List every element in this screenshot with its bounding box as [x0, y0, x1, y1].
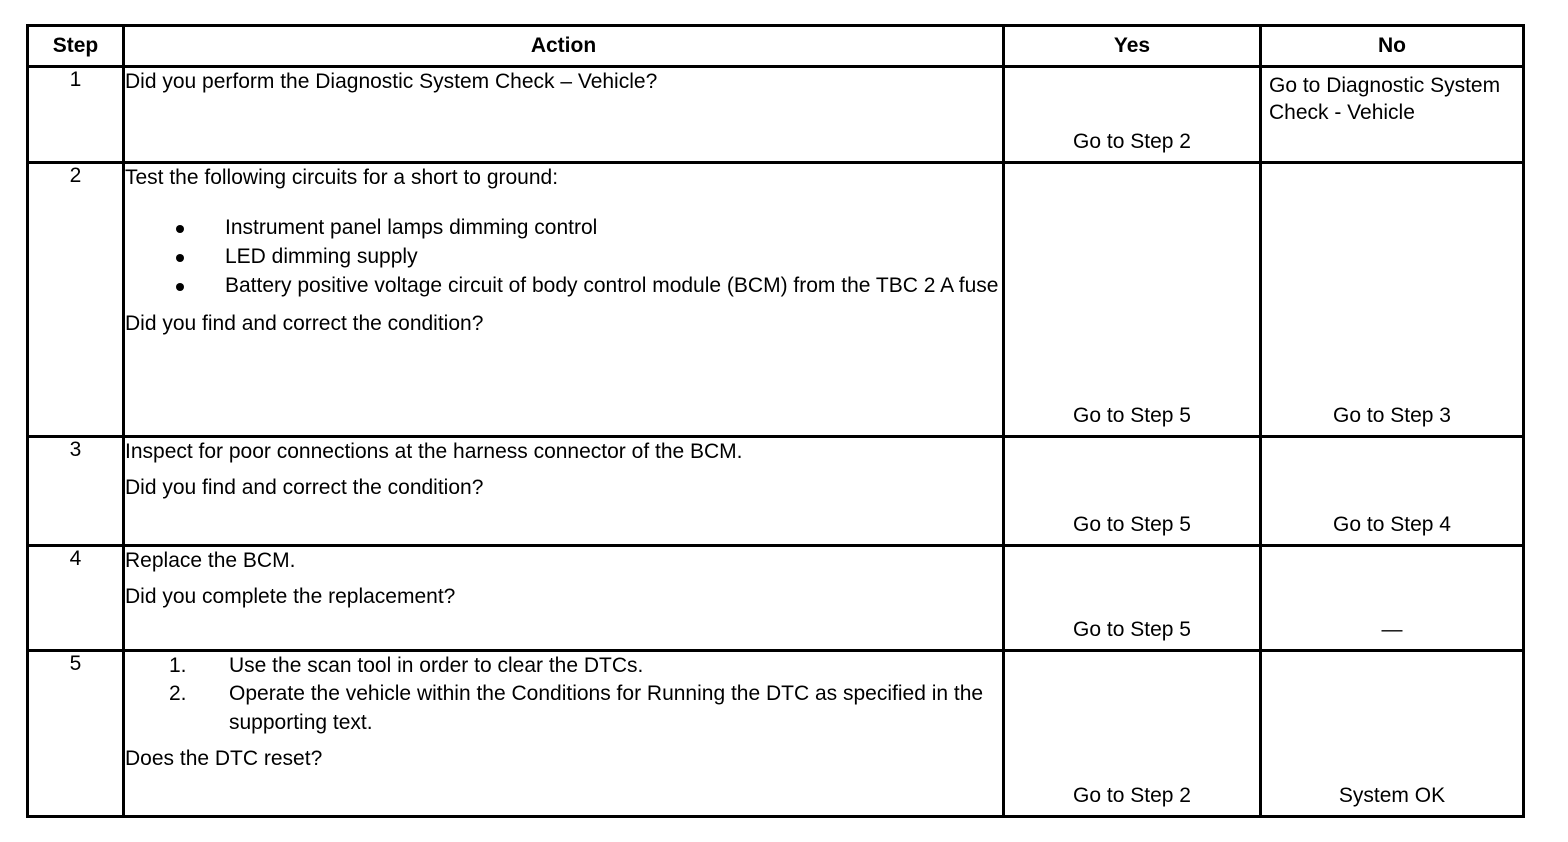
action-numbered-list: 1. Use the scan tool in order to clear t…	[125, 652, 1002, 737]
action-question-text: Did you find and correct the condition?	[125, 475, 484, 499]
step-number: 2	[26, 161, 125, 438]
no-answer-text: Go to Diagnostic System Check - Vehicle	[1269, 74, 1501, 125]
yes-answer-cell: Go to Step 2	[1002, 649, 1262, 818]
spacer	[125, 575, 1002, 583]
no-answer-text: —	[1381, 617, 1403, 641]
no-answer-text: System OK	[1338, 783, 1446, 807]
table-row: 2 Test the following circuits for a shor…	[26, 161, 1525, 438]
list-item: 2. Operate the vehicle within the Condit…	[125, 680, 1002, 737]
spacer	[125, 737, 1002, 745]
spacer	[125, 302, 1002, 310]
table-row: 3 Inspect for poor connections at the ha…	[26, 435, 1525, 547]
action-cell: Inspect for poor connections at the harn…	[122, 435, 1005, 547]
list-item: Battery positive voltage circuit of body…	[125, 272, 1002, 300]
no-answer-cell: System OK	[1259, 649, 1525, 818]
action-cell: Test the following circuits for a short …	[122, 161, 1005, 438]
action-cell: Did you perform the Diagnostic System Ch…	[122, 65, 1005, 164]
yes-answer-cell: Go to Step 5	[1002, 544, 1262, 652]
column-header-step: Step	[26, 24, 125, 68]
no-answer-cell: Go to Step 3	[1259, 161, 1525, 438]
step-number: 3	[26, 435, 125, 547]
yes-answer-text: Go to Step 2	[1073, 129, 1191, 153]
no-answer-text: Go to Step 4	[1333, 512, 1451, 536]
table-header-row: Step Action Yes No	[26, 24, 1525, 68]
action-cell: Replace the BCM. Did you complete the re…	[122, 544, 1005, 652]
yes-answer-cell: Go to Step 5	[1002, 161, 1262, 438]
yes-answer-text: Go to Step 5	[1073, 512, 1191, 536]
no-answer-cell: —	[1259, 544, 1525, 652]
list-item: 1. Use the scan tool in order to clear t…	[125, 652, 1002, 680]
diagnostic-procedure-table: Step Action Yes No 1 Did you perform the…	[26, 24, 1525, 818]
column-header-no: No	[1259, 24, 1525, 68]
action-lead-text: Did you perform the Diagnostic System Ch…	[125, 70, 658, 93]
table-row: 5 1. Use the scan tool in order to clear…	[26, 649, 1525, 818]
step-number: 4	[26, 544, 125, 652]
column-header-action: Action	[122, 24, 1005, 68]
action-question-text: Did you complete the replacement?	[125, 584, 456, 608]
yes-answer-cell: Go to Step 5	[1002, 435, 1262, 547]
list-item-number: 2.	[169, 682, 187, 706]
no-answer-cell: Go to Diagnostic System Check - Vehicle	[1259, 65, 1525, 164]
action-question-text: Does the DTC reset?	[125, 747, 323, 771]
spacer	[125, 466, 1002, 474]
table-row: 1 Did you perform the Diagnostic System …	[26, 65, 1525, 164]
list-item-number: 1.	[169, 654, 187, 677]
table-row: 4 Replace the BCM. Did you complete the …	[26, 544, 1525, 652]
yes-answer-text: Go to Step 5	[1073, 403, 1191, 427]
list-item-text: Operate the vehicle within the Condition…	[229, 682, 984, 734]
action-lead-text: Test the following circuits for a short …	[125, 166, 559, 189]
action-cell: 1. Use the scan tool in order to clear t…	[122, 649, 1005, 818]
step-number: 5	[26, 649, 125, 818]
list-item: LED dimming supply	[125, 243, 1002, 271]
action-bullet-list: Instrument panel lamps dimming control L…	[125, 214, 1002, 302]
yes-answer-text: Go to Step 2	[1073, 783, 1191, 807]
no-answer-text: Go to Step 3	[1333, 403, 1451, 427]
yes-answer-cell: Go to Step 2	[1002, 65, 1262, 164]
list-item-text: Use the scan tool in order to clear the …	[229, 654, 644, 677]
action-lead-text: Inspect for poor connections at the harn…	[125, 440, 743, 463]
action-lead-text: Replace the BCM.	[125, 549, 296, 572]
no-answer-cell: Go to Step 4	[1259, 435, 1525, 547]
column-header-yes: Yes	[1002, 24, 1262, 68]
action-question-text: Did you find and correct the condition?	[125, 311, 484, 335]
list-item: Instrument panel lamps dimming control	[125, 214, 1002, 242]
yes-answer-text: Go to Step 5	[1073, 617, 1191, 641]
step-number: 1	[26, 65, 125, 164]
